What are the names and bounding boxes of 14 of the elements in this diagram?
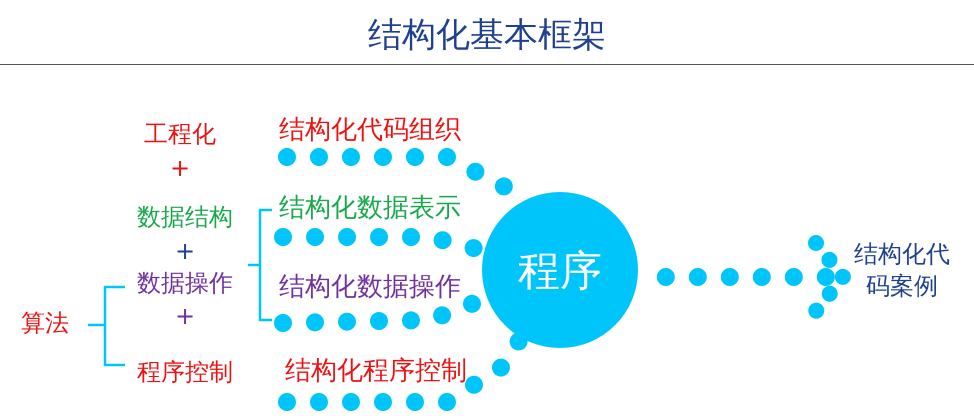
label-text: 数据操作 <box>137 268 233 299</box>
node-label: 结构化数据操作 <box>270 270 470 305</box>
label-text: + <box>174 236 196 267</box>
node-label: 结构化代码案例 <box>852 238 952 302</box>
label-text: + <box>170 153 190 184</box>
label-text: 工程化 <box>144 119 216 150</box>
node-label: 结构化代码组织 <box>270 113 470 148</box>
node-label: 结构化数据表示 <box>270 191 470 226</box>
label-text: 数据结构 <box>137 202 233 233</box>
label-text: 算法 <box>21 308 69 339</box>
node-label: 结构化程序控制 <box>276 354 476 389</box>
label-text: 程序控制 <box>137 357 233 388</box>
label-text: + <box>174 301 196 332</box>
title: 结构化基本框架 <box>368 14 606 57</box>
